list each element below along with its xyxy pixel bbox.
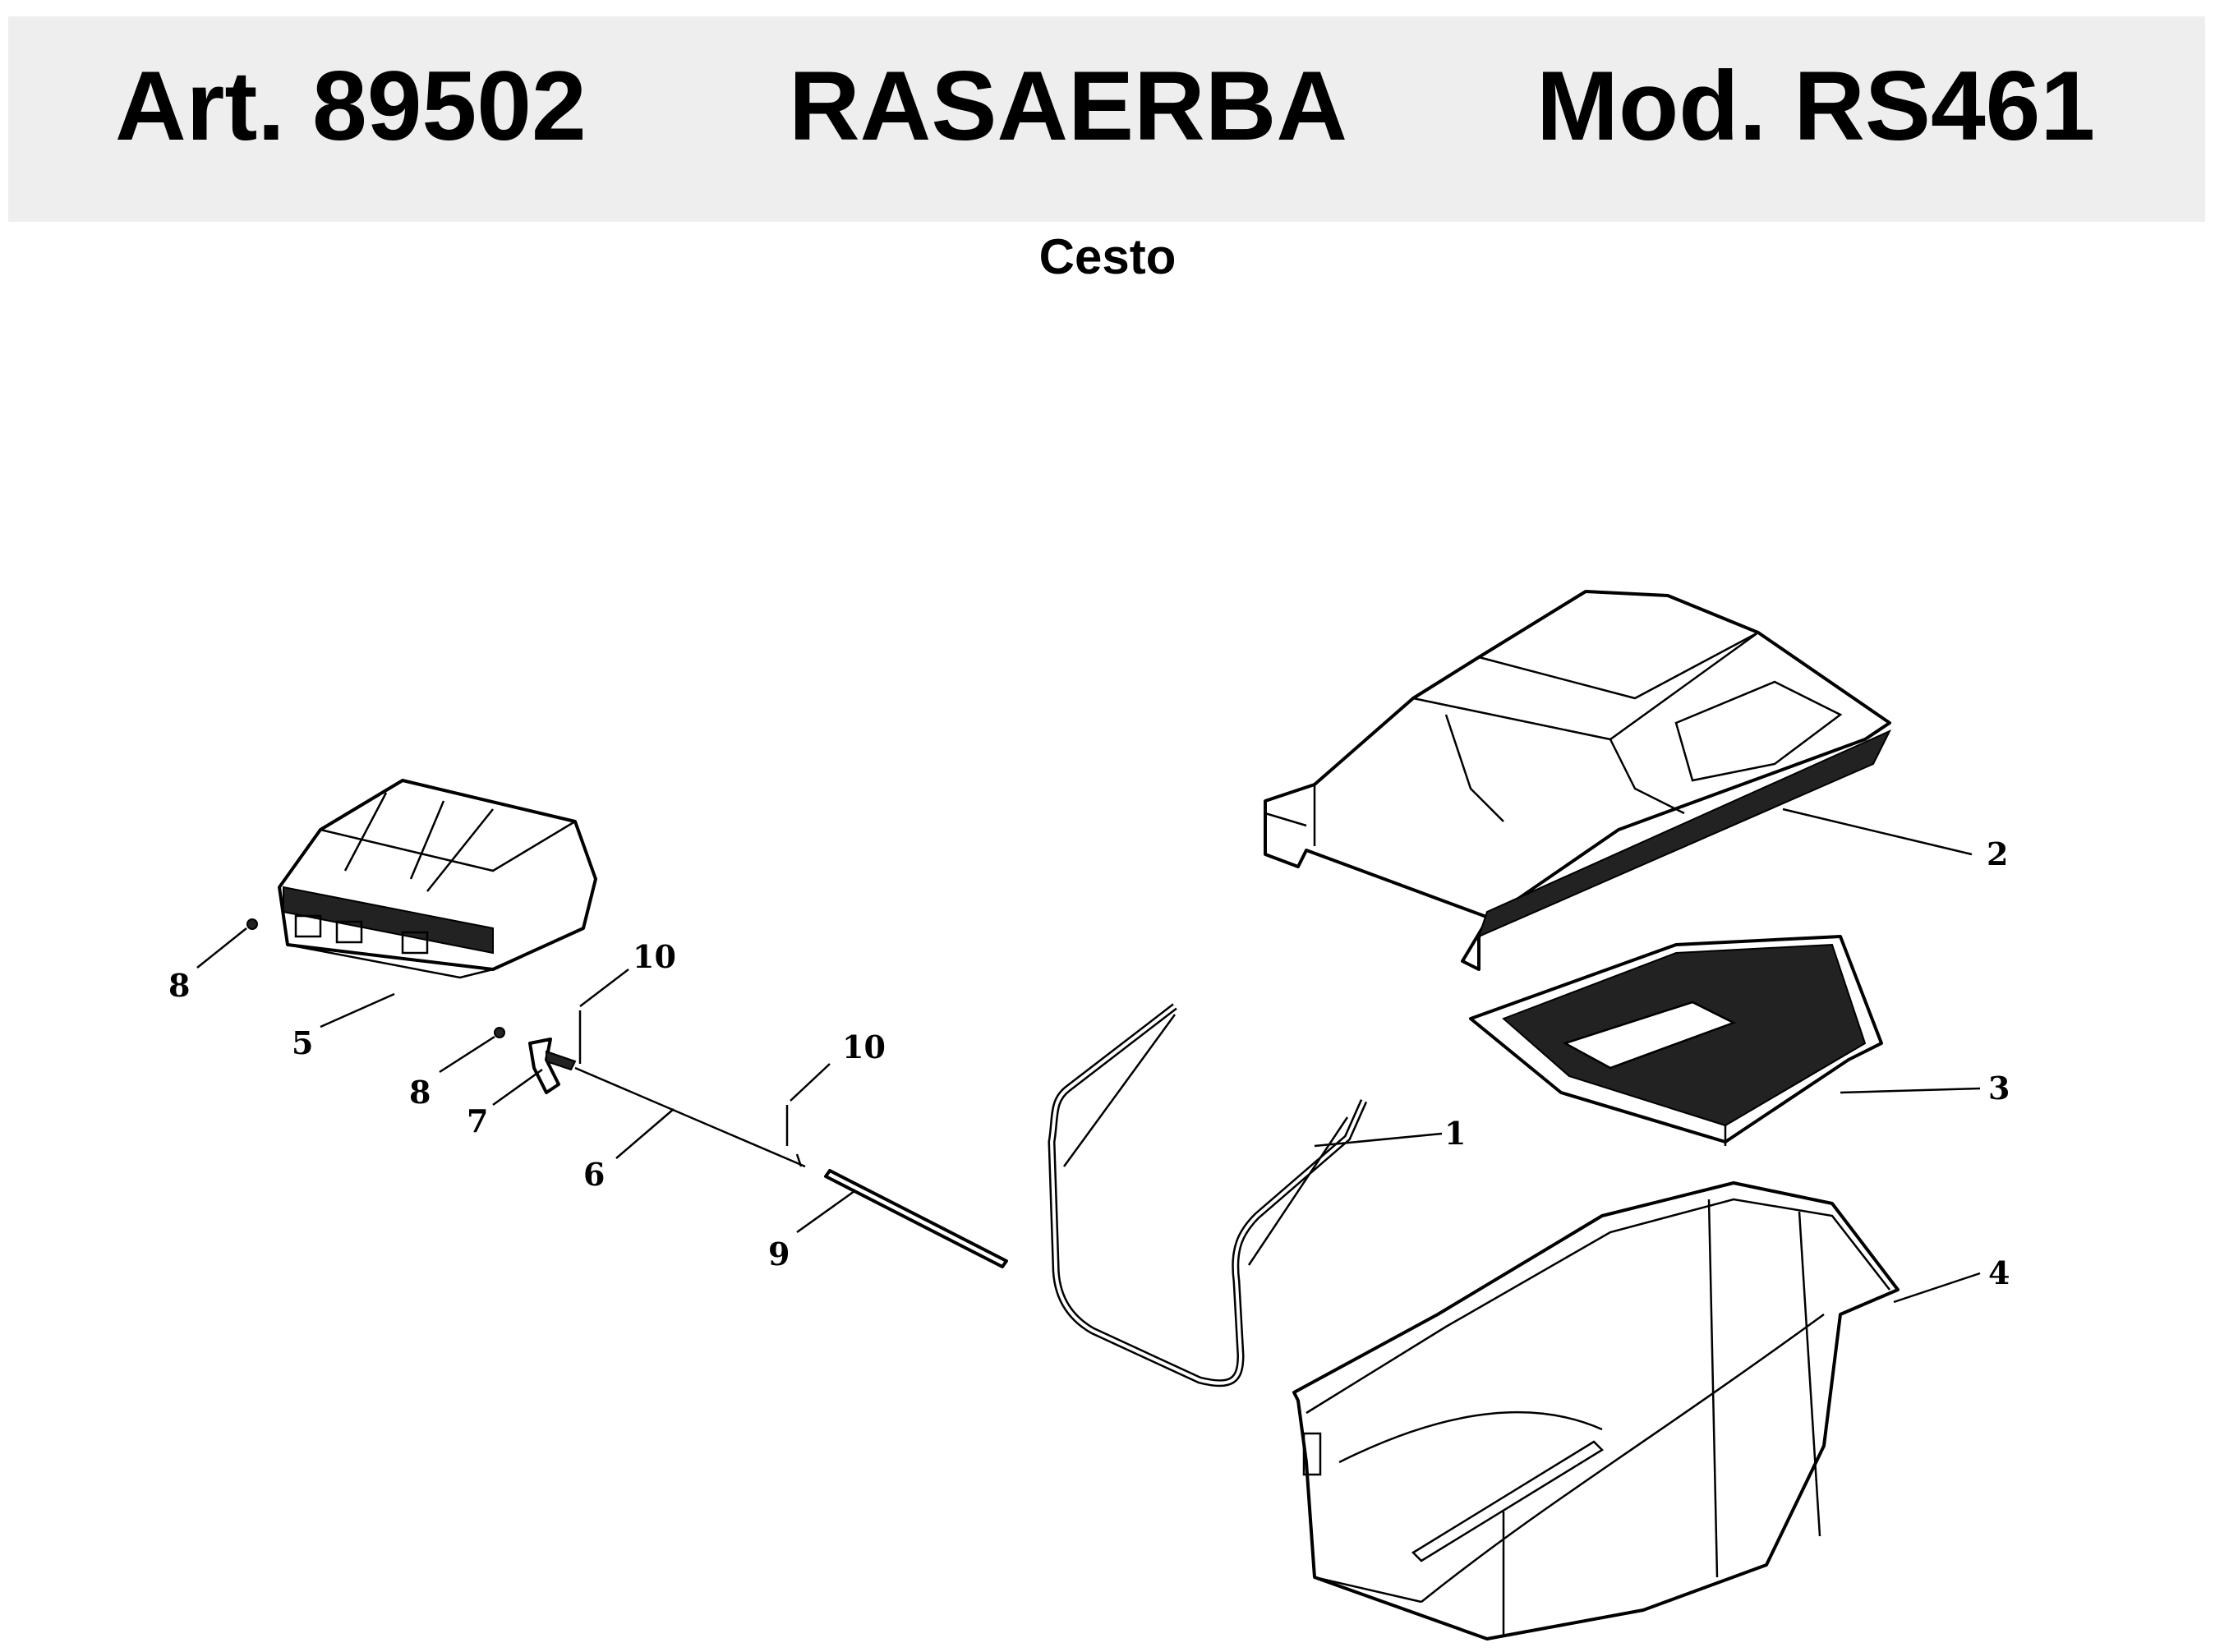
part-7-hook: [528, 1038, 577, 1094]
part-8-ball: [246, 918, 258, 930]
callout-5: 5: [292, 1024, 313, 1061]
callout-2: 2: [1987, 835, 2008, 872]
callout-6: 6: [583, 1156, 605, 1193]
model-number: Mod. RS461: [1536, 51, 2096, 161]
leader-lines: [196, 808, 1981, 1304]
part-3-floor-mesh: [1469, 935, 1883, 1146]
callout-8: 8: [168, 967, 190, 1004]
callout-9: 9: [768, 1236, 790, 1272]
part-4-grass-bag: [1292, 1181, 1900, 1640]
part-2-top-cover: [1264, 590, 1892, 971]
part-10-pin: [578, 1010, 789, 1146]
part-9-strip: [824, 1169, 1008, 1268]
part-8-ball: [494, 1027, 505, 1038]
part-5-rear-flap: [278, 779, 597, 979]
callout-3: 3: [1988, 1070, 2010, 1107]
product-name: RASAERBA: [789, 51, 1348, 161]
callout-1: 1: [1444, 1115, 1466, 1152]
callout-10: 10: [842, 1028, 886, 1065]
callout-4: 4: [1988, 1254, 2010, 1291]
callout-10: 10: [633, 938, 676, 975]
diagram-subtitle: Cesto: [1038, 229, 1177, 284]
callout-7: 7: [467, 1102, 488, 1139]
header-band: [8, 16, 2205, 222]
article-number: Art. 89502: [115, 51, 587, 161]
callout-8: 8: [409, 1074, 431, 1111]
part-6-rod: [574, 1066, 806, 1168]
part-1-frame: [1048, 1003, 1368, 1387]
